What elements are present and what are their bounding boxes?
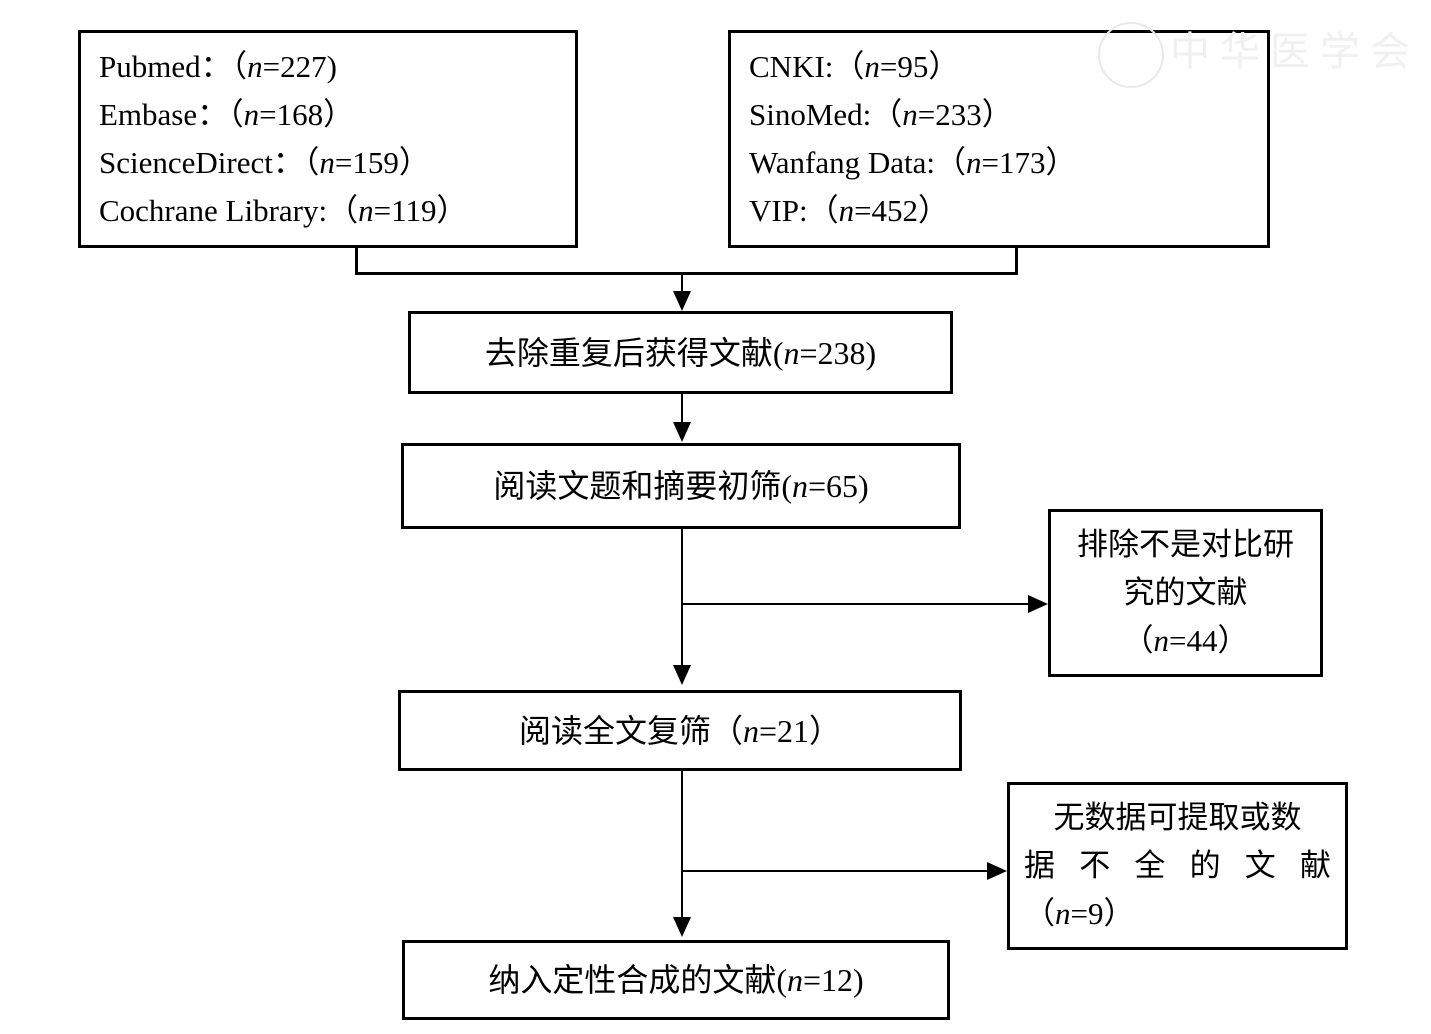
connector-merge-bar: [355, 272, 1018, 275]
arrowhead-into-dedup-icon: [673, 291, 691, 311]
arrowhead-into-fulltext-icon: [673, 665, 691, 685]
exclusion-1-line-1: 排除不是对比研: [1077, 527, 1294, 562]
stage-label-dedup: 去除重复后获得文献(n=238): [484, 334, 877, 371]
stage-label-fulltext-screening: 阅读全文复筛（n=21）: [518, 712, 842, 749]
stage-box-fulltext-screening: 阅读全文复筛（n=21）: [398, 690, 962, 771]
source-line-wanfang-data: Wanfang Data:（n=173）: [749, 145, 1077, 180]
source-line-cnki: CNKI:（n=95）: [749, 49, 960, 84]
connector-dedup-to-screen: [681, 394, 683, 426]
connector-branch-to-exclusion-2: [682, 870, 989, 872]
connector-stub-right: [1015, 247, 1018, 275]
exclusion-box-no-extractable-data: 无数据可提取或数 据不全的文献 （n=9）: [1007, 782, 1348, 950]
exclusion-2-line-1: 无数据可提取或数: [1053, 800, 1302, 835]
chinese-database-sources-box: CNKI:（n=95） SinoMed:（n=233） Wanfang Data…: [728, 30, 1270, 248]
source-line-embase: Embase：（n=168）: [99, 97, 355, 132]
exclusion-1-line-3: （n=44）: [1122, 623, 1249, 658]
source-line-sciencedirect: ScienceDirect：（n=159）: [99, 145, 430, 180]
arrowhead-into-screen-icon: [673, 422, 691, 442]
arrowhead-into-exclusion-2-icon: [987, 862, 1007, 880]
source-line-pubmed: Pubmed：（n=227): [99, 49, 337, 84]
exclusion-2-line-2: 据不全的文献: [1024, 848, 1331, 883]
source-line-sinomed: SinoMed:（n=233）: [749, 97, 1013, 132]
arrowhead-into-exclusion-1-icon: [1028, 595, 1048, 613]
stage-label-title-abstract-screening: 阅读文题和摘要初筛(n=65): [493, 468, 869, 504]
connector-stub-left: [355, 247, 358, 275]
connector-merge-to-dedup: [681, 274, 683, 296]
stage-box-title-abstract-screening: 阅读文题和摘要初筛(n=65): [401, 443, 961, 529]
connector-screen-to-fulltext: [681, 529, 683, 668]
stage-box-included-qualitative-synthesis: 纳入定性合成的文献(n=12): [402, 940, 950, 1020]
exclusion-box-not-comparative: 排除不是对比研 究的文献 （n=44）: [1048, 509, 1323, 677]
stage-label-included-qualitative-synthesis: 纳入定性合成的文献(n=12): [488, 962, 864, 998]
arrowhead-into-included-icon: [673, 917, 691, 937]
exclusion-1-line-2: 究的文献: [1123, 575, 1248, 610]
foreign-database-sources-box: Pubmed：（n=227) Embase：（n=168） ScienceDir…: [78, 30, 578, 248]
source-line-vip: VIP:（n=452）: [749, 193, 950, 228]
connector-branch-to-exclusion-1: [682, 603, 1030, 605]
stage-box-dedup: 去除重复后获得文献(n=238): [408, 311, 953, 394]
source-line-cochrane-library: Cochrane Library:（n=119）: [99, 193, 468, 228]
connector-fulltext-to-included: [681, 771, 683, 921]
exclusion-2-line-3: （n=9）: [1024, 896, 1135, 931]
